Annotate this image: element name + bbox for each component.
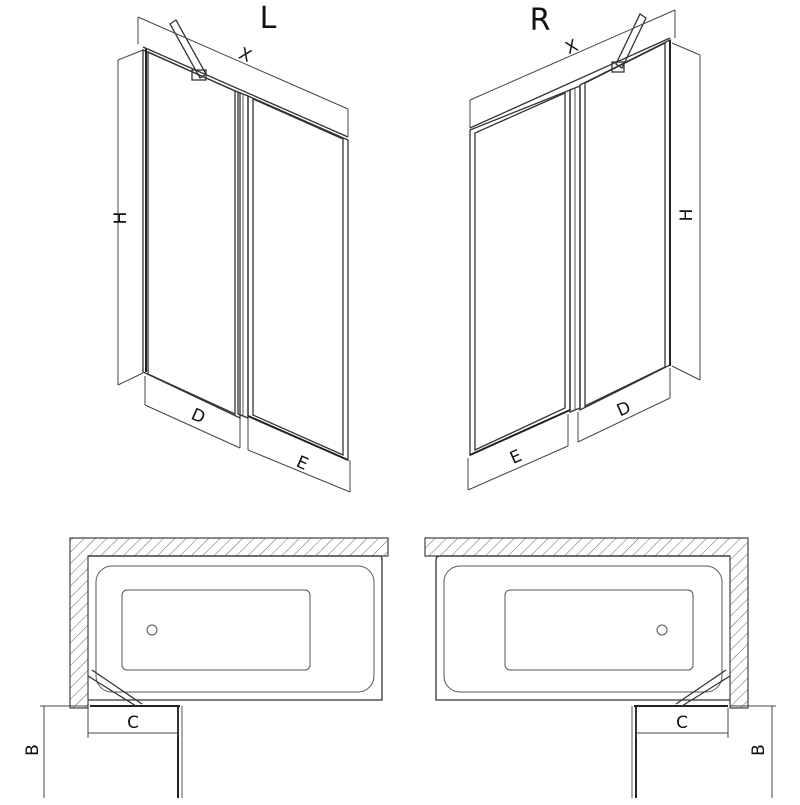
left-plan-depth-label: B: [23, 744, 43, 756]
right-elevation-view: R X: [467, 3, 701, 491]
right-view-title: R: [530, 3, 551, 38]
right-plan-bathtub: [435, 555, 730, 701]
left-plan-opening-dimension: C: [87, 708, 179, 738]
right-stabilizer-bar: [611, 13, 647, 73]
right-panel-profile: [569, 85, 581, 413]
right-top-rail: [469, 37, 671, 129]
right-swing-panel: [469, 89, 571, 457]
left-swing-panel: [247, 95, 349, 461]
left-elevation-view: L X: [111, 1, 351, 493]
left-fixed-label: D: [188, 405, 208, 429]
left-fixed-panel: [142, 48, 241, 420]
left-plan-depth-dimension: B: [23, 705, 88, 798]
left-width-label: X: [236, 44, 255, 67]
left-stabilizer-bar: [169, 19, 207, 81]
right-plan-tub-rim: [443, 565, 723, 693]
left-plan-view: C B: [23, 537, 389, 798]
left-height-label: H: [111, 212, 131, 225]
right-plan-depth-label: B: [749, 744, 769, 756]
left-plan-bathtub: [88, 555, 383, 701]
left-plan-tub-rim: [95, 565, 375, 693]
right-fixed-panel: [579, 38, 671, 412]
right-height-label: H: [677, 209, 697, 222]
right-swing-label: E: [507, 446, 525, 469]
right-plan-view: C B: [424, 537, 776, 798]
right-plan-tub-basin: [504, 589, 694, 671]
right-plan-depth-dimension: B: [730, 705, 776, 798]
right-plan-drain: [656, 624, 668, 636]
right-swing-dimension: E: [467, 414, 569, 491]
left-view-title: L: [260, 1, 277, 36]
left-plan-opening-label: C: [127, 713, 139, 733]
left-top-rail: [142, 46, 349, 138]
right-width-dimension: X: [469, 9, 676, 128]
right-width-label: X: [563, 36, 582, 59]
left-plan-drain: [146, 624, 158, 636]
right-plan-opening-label: C: [676, 713, 688, 733]
right-plan-opening-dimension: C: [635, 708, 729, 738]
right-plan-wall: [424, 537, 749, 709]
right-fixed-dimension: D: [577, 368, 671, 443]
left-swing-label: E: [293, 452, 311, 475]
right-fixed-label: D: [614, 398, 634, 422]
left-fixed-dimension: D: [144, 376, 241, 449]
left-height-dimension: H: [111, 49, 144, 386]
right-height-dimension: H: [671, 42, 701, 381]
left-plan-wall: [69, 537, 389, 709]
left-plan-tub-basin: [121, 589, 311, 671]
